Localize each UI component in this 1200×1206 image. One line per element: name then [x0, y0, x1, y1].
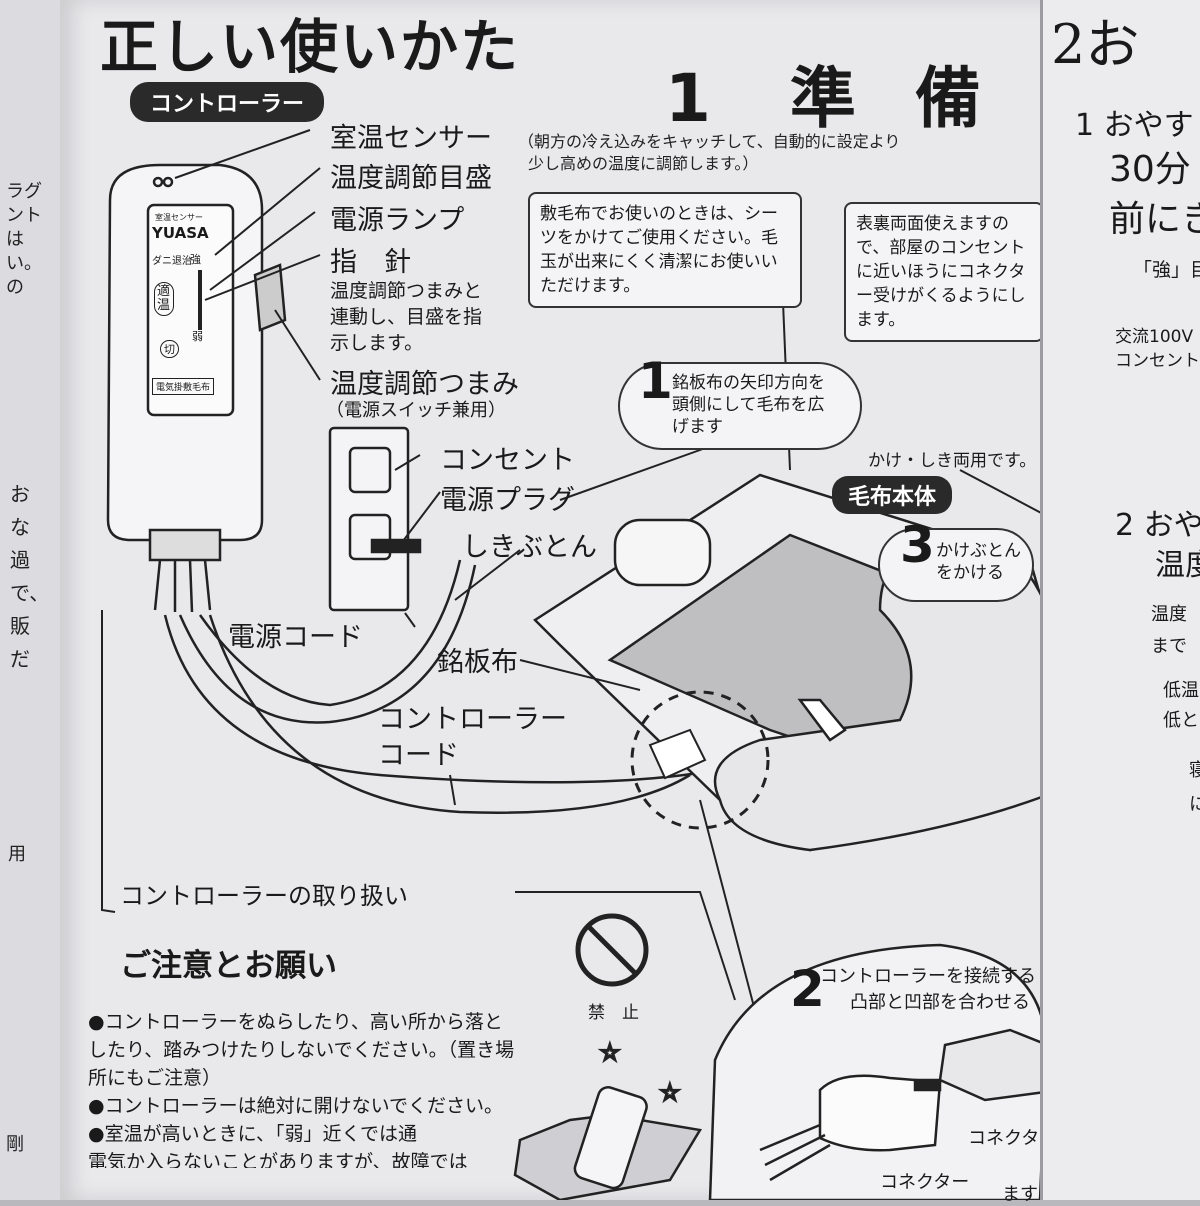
next-step2-line1: 2 おや	[1115, 508, 1200, 543]
device-brand: YUASA	[152, 224, 209, 242]
section-number: 1	[665, 60, 729, 137]
next-step2-small3: 低温	[1163, 680, 1199, 701]
step-3-number: 3	[900, 516, 935, 574]
connection-detail-marker	[630, 690, 770, 830]
temp-scale-label: 温度調節目盛	[330, 163, 492, 194]
power-cord-label: 電源コード	[228, 622, 363, 653]
step-3-bubble: 3 かけぶとん をかける	[878, 516, 1034, 602]
room-sensor-note-1: （朝方の冷え込みをキャッチして、自動的に設定より	[518, 132, 901, 151]
page-title: 正しい使いかた	[100, 13, 521, 81]
handling-bullet-3: ●室温が高いときに、「弱」近くでは通	[88, 1123, 417, 1145]
handling-bullet-tail: 電気か入らないことがありますが、故障では	[88, 1151, 468, 1168]
connector-detail	[708, 943, 1062, 1200]
temp-knob-sub: （電源スイッチ兼用）	[326, 400, 506, 421]
controller-cord-label: コントローラー コード	[378, 704, 567, 771]
handling-heading: コントローラーの取り扱い	[120, 882, 408, 910]
blanket-body-badge: 毛布本体	[832, 476, 953, 514]
sheet-note: 敷毛布でお使いのときは、シーツをかけてご使用ください。毛玉が出来にくく清潔にお使…	[528, 192, 802, 308]
wall-outlet-illustration	[328, 426, 422, 612]
step-1-bubble: 1 銘板布の矢印方向を 頭側にして毛布を広 げます	[618, 352, 862, 450]
step-1-text: 銘板布の矢印方向を 頭側にして毛布を広 げます	[672, 373, 825, 437]
next-step1-small2: コンセント	[1115, 351, 1200, 371]
next-step2-line2: 温度	[1155, 548, 1200, 583]
prev-page-text-2: お な 過 で、 販 だ	[10, 482, 50, 671]
next-step2-small6: に	[1189, 794, 1200, 815]
handling-subheading: ご注意とお願い	[120, 948, 337, 984]
previous-page-edge: ラグ ント は い。 の お な 過 で、 販 だ 用 剛	[0, 0, 62, 1200]
controller-badge: コントローラー	[130, 82, 325, 122]
next-step2-small4: 低と	[1163, 710, 1199, 731]
device-sensor-mark: 室温センサー	[155, 213, 203, 222]
step-2-text: コントローラーを接続する 凸部と凹部を合わせる	[820, 966, 1036, 1013]
power-plug-label: 電源プラグ	[440, 485, 575, 516]
next-step1-small1: 交流100V	[1115, 327, 1194, 347]
pointer-label: 指 針	[330, 247, 411, 278]
room-sensor-note-2: 少し高めの温度に調節します。）	[528, 154, 759, 173]
dual-use-note: かけ・しき両用です。	[868, 451, 1037, 471]
next-step1-note: 「強」目盛	[1133, 259, 1200, 281]
prohibit-label: 禁 止	[588, 1003, 639, 1023]
next-page-section: 2お	[1051, 13, 1140, 76]
prev-page-text-4: 剛	[6, 1134, 24, 1155]
pointer-description: 温度調節つまみと 連動し、目盛を指 示します。	[330, 280, 483, 354]
handling-bullet-2: ●コントローラーは絶対に開けないでください。	[88, 1095, 504, 1117]
prev-page-text: ラグ ント は い。 の	[6, 181, 42, 298]
falling-controller-illustration: ☆ ☆	[513, 1040, 703, 1200]
power-lamp-label: 電源ランプ	[330, 205, 465, 236]
device-product-tag: 電気掛敷毛布	[152, 378, 215, 395]
step-3-text: かけぶとん をかける	[936, 541, 1021, 583]
outlet-label: コンセント	[440, 445, 575, 476]
prev-page-text-3: 用	[8, 844, 26, 865]
svg-text:☆: ☆	[660, 1081, 680, 1106]
futon-label: しきぶとん	[462, 532, 597, 563]
svg-text:☆: ☆	[600, 1041, 620, 1066]
reversible-note: 表裏両面使えますので、部屋のコンセントに近いほうにコネクター受けがくるようにしま…	[844, 202, 1044, 342]
device-top-mark: ダニ退治	[152, 256, 192, 267]
next-step2-small2: まで	[1151, 636, 1187, 657]
controller-illustration	[106, 163, 287, 613]
handling-bullets: ●コントローラーをぬらしたり、高い所から落としたり、踏みつけたりしないでください…	[88, 1008, 518, 1168]
next-step2-small5: 寝	[1189, 760, 1200, 781]
step-1-number: 1	[638, 352, 673, 410]
next-page: 2お 1 おやす 30分 前にき 「強」目盛 交流100V コンセント 2 おや…	[1040, 0, 1200, 1200]
section-heading: 1 準 備	[665, 45, 999, 141]
next-step1-line1: 1 おやす	[1075, 108, 1194, 143]
next-step1-line2: 30分	[1109, 149, 1191, 190]
device-strong: 強	[190, 253, 201, 266]
handling-bullet-1: ●コントローラーをぬらしたり、高い所から落としたり、踏みつけたりしないでください…	[88, 1011, 515, 1089]
temp-knob-label: 温度調節つまみ	[330, 369, 519, 400]
next-step2-small1: 温度	[1151, 604, 1187, 625]
device-weak: 弱	[192, 330, 203, 343]
next-step1-line3: 前にき	[1109, 199, 1200, 240]
connector-cutoff-text: ます	[1002, 1184, 1038, 1205]
name-cloth-label: 銘板布	[437, 647, 518, 678]
room-sensor-label: 室温センサー	[330, 123, 492, 154]
prohibit-icon	[575, 913, 649, 987]
step-2-number: 2	[790, 960, 825, 1018]
device-off: 切	[160, 340, 179, 358]
device-medium: 適温	[154, 282, 174, 316]
section-title-text: 準 備	[789, 60, 999, 137]
connector-label: コネクター	[880, 1172, 970, 1193]
